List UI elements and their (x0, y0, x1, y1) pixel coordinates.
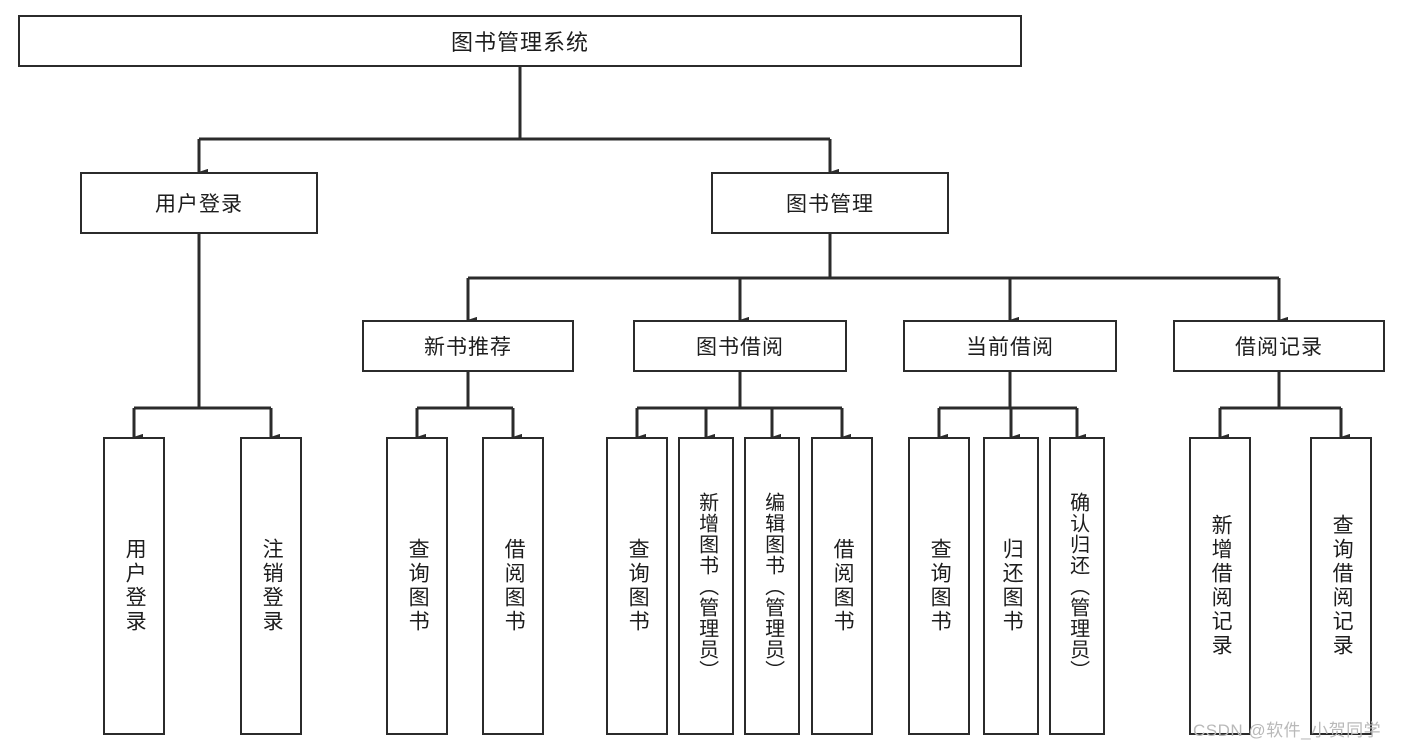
node-label: 注销登录 (260, 538, 284, 634)
watermark-text: CSDN @软件_小贺同学 (1193, 721, 1382, 740)
node-label: 图书管理 (786, 193, 874, 216)
node-label: 图书借阅 (696, 336, 784, 359)
node-leaf-return-book[interactable]: 归还图书 (983, 437, 1039, 735)
node-label: 确认归还（管理员） (1066, 491, 1089, 681)
node-label: 用户登录 (123, 538, 147, 634)
node-leaf-add-borrow-record[interactable]: 新增借阅记录 (1189, 437, 1251, 735)
node-label: 借阅图书 (831, 538, 855, 634)
node-leaf-add-book-admin[interactable]: 新增图书（管理员） (678, 437, 734, 735)
node-current-borrow[interactable]: 当前借阅 (903, 320, 1117, 372)
node-leaf-query-borrow-record[interactable]: 查询借阅记录 (1310, 437, 1372, 735)
node-label: 查询借阅记录 (1330, 514, 1354, 658)
node-leaf-query-book-3[interactable]: 查询图书 (908, 437, 970, 735)
node-label: 查询图书 (626, 538, 650, 634)
node-leaf-edit-book-admin[interactable]: 编辑图书（管理员） (744, 437, 800, 735)
node-leaf-borrow-book-2[interactable]: 借阅图书 (811, 437, 873, 735)
node-label: 查询图书 (406, 538, 430, 634)
node-leaf-user-login[interactable]: 用户登录 (103, 437, 165, 735)
node-book-borrow[interactable]: 图书借阅 (633, 320, 847, 372)
node-label: 借阅记录 (1235, 336, 1323, 359)
node-label: 查询图书 (928, 538, 952, 634)
node-label: 新增图书（管理员） (695, 491, 718, 681)
node-label: 编辑图书（管理员） (761, 491, 784, 681)
node-label: 新增借阅记录 (1209, 514, 1233, 658)
node-label: 图书管理系统 (450, 30, 589, 55)
node-borrow-record[interactable]: 借阅记录 (1173, 320, 1385, 372)
node-label: 新书推荐 (424, 336, 512, 359)
node-label: 用户登录 (155, 193, 243, 216)
node-book-manage[interactable]: 图书管理 (711, 172, 949, 234)
node-leaf-query-book-2[interactable]: 查询图书 (606, 437, 668, 735)
node-leaf-borrow-book-1[interactable]: 借阅图书 (482, 437, 544, 735)
node-label: 当前借阅 (966, 336, 1054, 359)
node-new-book-recommend[interactable]: 新书推荐 (362, 320, 574, 372)
node-leaf-confirm-return-admin[interactable]: 确认归还（管理员） (1049, 437, 1105, 735)
node-leaf-query-book-1[interactable]: 查询图书 (386, 437, 448, 735)
node-leaf-logout-login[interactable]: 注销登录 (240, 437, 302, 735)
node-label: 借阅图书 (502, 538, 526, 634)
node-user-login[interactable]: 用户登录 (80, 172, 318, 234)
node-label: 归还图书 (1000, 538, 1024, 634)
node-root-图书管理系统[interactable]: 图书管理系统 (18, 15, 1022, 67)
